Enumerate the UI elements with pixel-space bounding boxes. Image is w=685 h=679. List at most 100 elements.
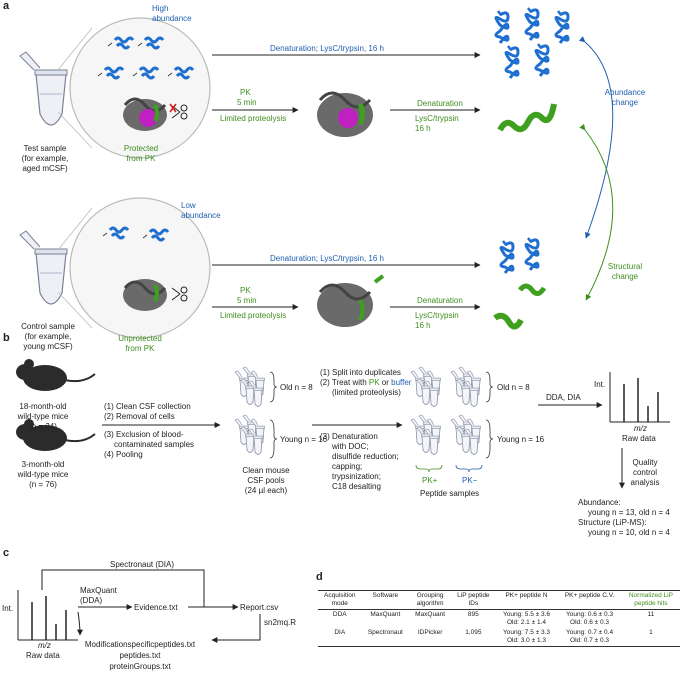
high-abundance-line2: abundance — [152, 14, 192, 23]
b-step4: (4) Pooling — [104, 450, 143, 459]
old-mouse-icon — [15, 358, 96, 392]
b-step3: (3) Exclusion of blood- — [104, 430, 184, 439]
b-step2: (2) Removal of cells — [104, 412, 175, 421]
dda-dia-label: DDA, DIA — [546, 393, 581, 402]
table-cell: 1 — [649, 629, 653, 636]
table-cell: DIA — [334, 629, 346, 636]
output-line1: Modificationspecificpeptides.txt — [84, 640, 196, 649]
pools-line2: CSF pools — [247, 476, 285, 485]
protected-line1: Protected — [123, 144, 159, 153]
pools-line1: Clean mouse — [242, 466, 290, 475]
pk-plus-young-tubes — [411, 415, 441, 455]
abundance-change-line1: Abundance — [604, 88, 646, 97]
b-denat-3: disulfide reduction; — [332, 452, 399, 461]
panel-label-b: b — [3, 332, 10, 344]
lysc-trypsin-top: LysC/trypsin — [415, 114, 459, 123]
b-denat-2: with DOC; — [332, 442, 369, 451]
b-denat-1: (3) Denaturation — [320, 432, 378, 441]
limited-proteolysis-bottom: Limited proteolysis — [220, 311, 287, 320]
qc-line2: control — [632, 468, 657, 477]
pk-minus-young-tubes — [451, 415, 481, 455]
table-cell: Spectronaut — [367, 629, 403, 636]
low-abundance-line2: abundance — [181, 211, 221, 220]
pk-minus-old-tubes — [451, 367, 481, 407]
b-step1: (1) Clean CSF collection — [104, 402, 191, 411]
spectronaut-label: Spectronaut (DIA) — [110, 560, 175, 569]
int-label-b: Int. — [594, 380, 606, 389]
raw-data-spectrum-b — [609, 371, 671, 423]
test-sample-line3: aged mCSF) — [22, 164, 68, 173]
five-min-bottom: 5 min — [237, 296, 257, 305]
abundance-line1: Abundance: — [578, 498, 621, 507]
maxquant-line1: MaxQuant — [80, 586, 117, 595]
mz-label-b: m/z — [634, 424, 647, 433]
col-software: Software — [372, 592, 399, 599]
digested-protein-control — [317, 274, 385, 327]
folded-protein-control — [123, 279, 167, 311]
young-mice-n: (n = 76) — [29, 480, 57, 489]
table-cell: 1,095 — [465, 629, 482, 636]
control-sample-line1: Control sample — [21, 322, 75, 331]
test-sample-line2: (for example, — [21, 154, 69, 163]
old-n-label: Old n = 8 — [280, 383, 313, 392]
control-sample-line2: (for example, — [24, 332, 72, 341]
qc-line3: analysis — [630, 478, 660, 487]
pk-plus-label: PK+ — [422, 476, 438, 485]
old-mice-line1: 18-month-old — [19, 402, 67, 411]
control-sample-line3: young mCSF) — [23, 342, 73, 351]
b-step3b: contaminated samples — [114, 440, 195, 449]
output-line3: proteinGroups.txt — [109, 662, 171, 671]
panel-label-a: a — [3, 0, 10, 12]
sixteen-h-top: 16 h — [415, 124, 431, 133]
col-pk-cv: PK+ peptide C.V. — [564, 592, 615, 599]
mz-label-c: m/z — [38, 641, 51, 650]
sn2mq-label: sn2mq.R — [264, 618, 297, 627]
evidence-label: Evidence.txt — [134, 603, 178, 612]
table-cell: 895 — [467, 611, 479, 618]
digested-protein-test — [317, 91, 373, 137]
report-label: Report.csv — [240, 603, 279, 612]
structural-change-line1: Structural — [607, 262, 643, 271]
b-treat: (2) Treat with PK or buffer — [320, 378, 412, 387]
col-pk-n: PK+ peptide N — [505, 592, 548, 599]
test-zoom-circle — [69, 17, 211, 159]
denat-label-top: Denaturation; LysC/trypsin, 16 h — [270, 44, 384, 53]
b-denat-5: trypsinization; — [332, 472, 381, 481]
sixteen-h-bottom: 16 h — [415, 321, 431, 330]
scissors-icon-control — [171, 286, 188, 302]
denaturation-top: Denaturation — [417, 99, 463, 108]
control-zoom-circle — [69, 197, 211, 339]
old-csf-tubes — [235, 367, 265, 407]
table-cell: DDA — [332, 611, 347, 618]
int-label-c: Int. — [2, 604, 14, 613]
table-cell: MaxQuant — [370, 611, 401, 618]
output-line2: peptides.txt — [119, 651, 161, 660]
young-n-label: Young n = 16 — [280, 435, 328, 444]
denaturation-bottom: Denaturation — [417, 296, 463, 305]
maxquant-line2: (DDA) — [80, 596, 103, 605]
raw-data-label-b: Raw data — [622, 434, 656, 443]
high-abundance-line1: High — [152, 4, 169, 13]
b-denat-6: C18 desalting — [332, 482, 381, 491]
pk-minus-label: PK− — [462, 476, 478, 485]
raw-data-spectrum-c — [17, 589, 79, 641]
pk-plus-old-tubes — [411, 367, 441, 407]
panel-label-c: c — [3, 547, 10, 559]
unprotected-line1: Unprotected — [118, 334, 162, 343]
b-limited: (limited proteolysis) — [332, 388, 401, 397]
scissors-icon — [169, 103, 188, 120]
young-csf-tubes — [235, 415, 265, 455]
folded-protein-test — [123, 97, 167, 131]
structural-change-line2: change — [611, 272, 639, 281]
low-abundance-line1: Low — [181, 201, 196, 210]
old-n2-label: Old n = 8 — [497, 383, 530, 392]
structure-line2: young n = 10, old n = 4 — [588, 528, 670, 537]
